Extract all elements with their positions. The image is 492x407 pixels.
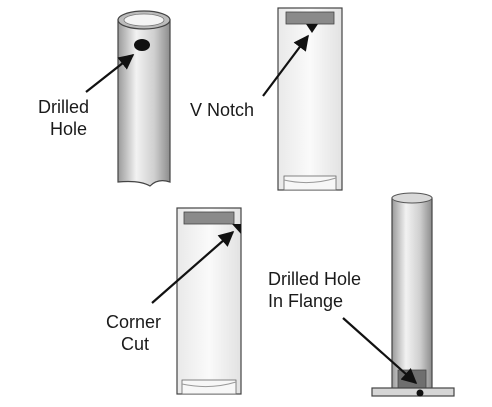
flange-hole-mark	[416, 389, 424, 397]
flange-plate	[371, 387, 455, 397]
v-notch-label: V Notch	[190, 99, 254, 121]
flange-post	[371, 192, 455, 397]
v-notch-mark	[306, 24, 318, 33]
drilled-hole-label-line2: Hole	[50, 119, 88, 139]
flange-hole-label-line2: In Flange	[268, 291, 344, 311]
drilled-hole-arrow	[85, 54, 135, 93]
v-notch-tube	[277, 7, 343, 191]
flange-hole-label-line1: Drilled Hole	[268, 269, 362, 289]
drilled-hole-label: Drilled Hole	[38, 96, 89, 140]
v-notch-arrow	[262, 34, 309, 97]
flange-hole-label: Drilled Hole In Flange	[268, 268, 361, 312]
corner-cut-mark	[232, 224, 241, 234]
corner-cut-label-line1: Corner	[106, 312, 162, 332]
flange-hole-arrow	[342, 317, 418, 385]
drilled-hole-tube	[117, 10, 171, 187]
corner-cut-arrow	[151, 230, 235, 304]
corner-cut-label: Corner Cut	[106, 311, 161, 355]
corner-cut-tube	[176, 207, 242, 395]
drilled-hole-mark	[134, 39, 150, 51]
corner-cut-label-line2: Cut	[121, 334, 150, 354]
v-notch-label-text: V Notch	[190, 100, 255, 120]
drilled-hole-label-line1: Drilled	[38, 97, 90, 117]
